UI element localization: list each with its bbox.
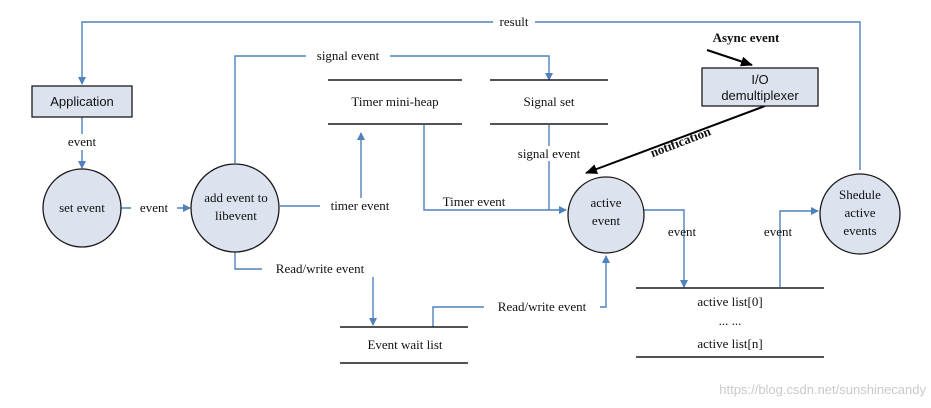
io-line1: I/O	[751, 72, 768, 87]
signal-event-arrow	[234, 55, 553, 163]
wait-list-label: Event wait list	[367, 337, 442, 352]
event-to-list-arrow	[644, 209, 688, 288]
add-event-line1: add event to	[204, 190, 268, 205]
event-mid-label: event	[140, 200, 169, 215]
event-app-label: event	[68, 134, 97, 149]
rw-event-right-arrow	[432, 255, 610, 327]
timer-event-left-label: timer event	[331, 198, 390, 213]
event-from-list-arrow	[779, 207, 819, 287]
application-box	[31, 85, 133, 118]
schedule-line3: events	[843, 223, 876, 238]
schedule-circle	[819, 173, 901, 255]
schedule-line2: active	[844, 205, 875, 220]
add-event-line2: libevent	[215, 208, 257, 223]
async-event-arrow	[706, 49, 753, 67]
timer-event-right-label: Timer event	[443, 194, 506, 209]
active-event-line2: event	[592, 213, 621, 228]
set-event-circle	[42, 168, 122, 248]
rw-event-left-label: Read/write event	[276, 261, 365, 276]
timer-event-left-arrow	[280, 132, 365, 207]
result-label: result	[500, 14, 529, 29]
timer-event-right-arrow	[423, 125, 567, 214]
active-list-0-label: active list[0]	[697, 294, 762, 309]
rw-event-right-label: Read/write event	[498, 299, 587, 314]
active-list-dots-label: ... ...	[719, 313, 742, 328]
schedule-line1: Shedule	[839, 187, 881, 202]
signal-event-side-label: signal event	[518, 146, 581, 161]
active-event-line1: active	[590, 195, 621, 210]
event-from-list-label: event	[764, 224, 793, 239]
add-event-circle	[190, 163, 280, 253]
async-event-label: Async event	[713, 30, 780, 45]
io-line2: demultiplexer	[721, 88, 799, 103]
signal-set-label: Signal set	[524, 94, 575, 109]
active-list-n-label: active list[n]	[697, 336, 762, 351]
event-to-list-label: event	[668, 224, 697, 239]
active-event-circle	[567, 176, 645, 254]
application-label: Application	[50, 94, 114, 109]
io-demultiplexer-box	[701, 67, 819, 107]
timer-heap-label: Timer mini-heap	[351, 94, 438, 109]
notification-arrow	[585, 105, 766, 174]
watermark: https://blog.csdn.net/sunshinecandy	[719, 382, 926, 397]
set-event-label: set event	[59, 200, 105, 215]
notification-label: notification	[648, 123, 713, 160]
result-arrow	[78, 21, 861, 170]
signal-event-top-label: signal event	[317, 48, 380, 63]
